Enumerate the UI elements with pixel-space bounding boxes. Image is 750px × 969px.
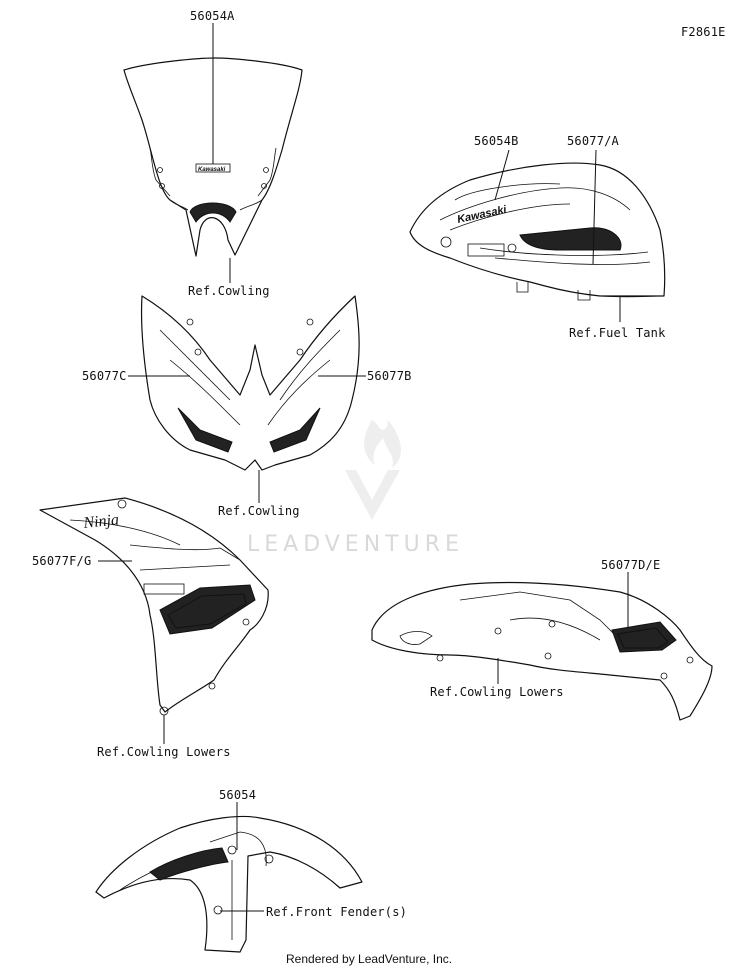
label-ref-cowling-top: Ref.Cowling <box>188 284 270 298</box>
label-ref-fuel-tank: Ref.Fuel Tank <box>569 326 666 340</box>
leader-56077A <box>592 149 597 265</box>
label-56054B: 56054B <box>474 134 519 148</box>
label-56077A: 56077/A <box>567 134 619 148</box>
label-56077FG: 56077F/G <box>32 554 92 568</box>
front-fender-part <box>95 815 363 953</box>
label-56077B: 56077B <box>367 369 412 383</box>
leader-56054B <box>494 149 510 201</box>
front-cowl-part <box>140 295 360 471</box>
label-56054: 56054 <box>219 788 257 802</box>
svg-text:Ninja: Ninja <box>82 511 120 532</box>
svg-text:Kawasaki: Kawasaki <box>198 167 226 173</box>
fuel-tank-part: Kawasaki <box>409 162 666 301</box>
label-56054A: 56054A <box>190 9 235 23</box>
label-ref-cowling-lowers-left: Ref.Cowling Lowers <box>97 745 231 759</box>
label-56077C: 56077C <box>82 369 127 383</box>
label-ref-cowling-front: Ref.Cowling <box>218 504 300 518</box>
watermark-text: LEADVENTURE <box>247 532 464 557</box>
footer-credit: Rendered by LeadVenture, Inc. <box>286 952 453 966</box>
side-cowl-part: Ninja <box>39 497 269 716</box>
label-ref-cowling-lowers-right: Ref.Cowling Lowers <box>430 685 564 699</box>
watermark-logo-icon <box>345 420 401 520</box>
diagram-id: F2861E <box>681 25 726 39</box>
lower-cowl-part <box>371 581 713 721</box>
label-56077DE: 56077D/E <box>601 558 661 572</box>
label-ref-front-fender: Ref.Front Fender(s) <box>266 905 408 919</box>
